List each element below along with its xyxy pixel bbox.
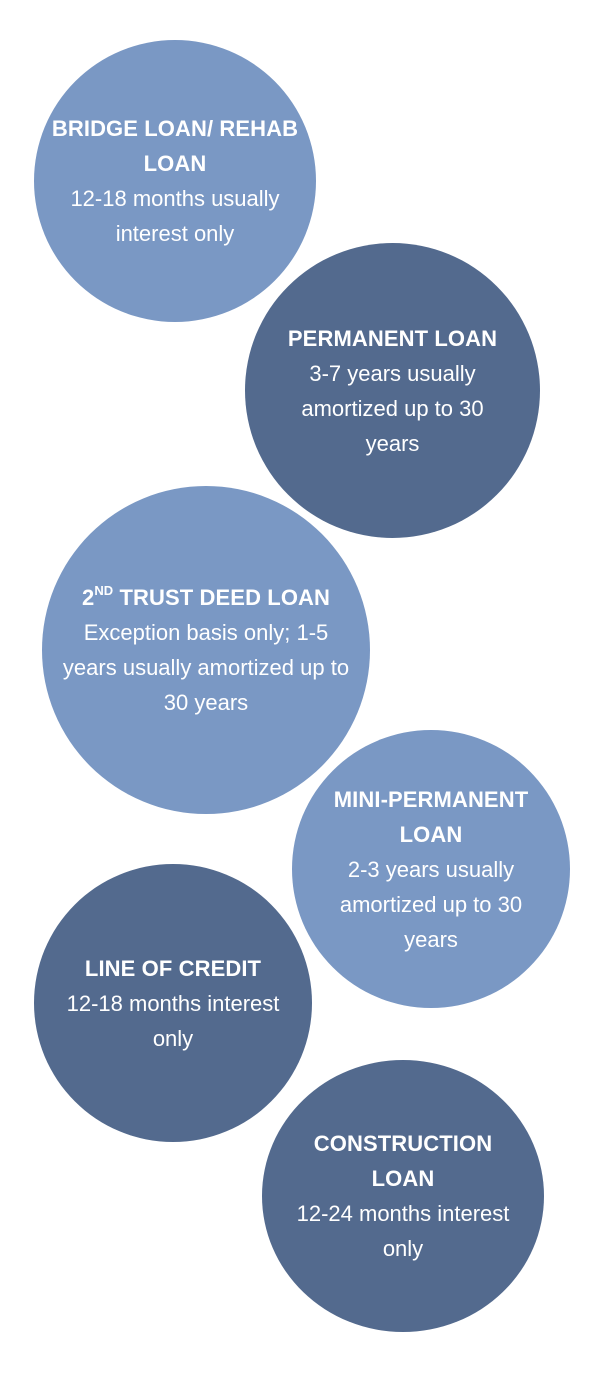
bridge-loan-title: BRIDGE LOAN/ REHAB LOAN [51, 116, 299, 176]
trust-deed-title-prefix: 2 [81, 585, 95, 610]
mini-permanent-loan-circle: MINI-PERMANENT LOAN 2-3 years usually am… [292, 730, 570, 1008]
trust-deed-loan-title: 2ND TRUST DEED LOAN [56, 580, 356, 615]
mini-permanent-loan-description: 2-3 years usually amortized up to 30 yea… [339, 856, 523, 952]
mini-permanent-loan-title: MINI-PERMANENT LOAN [333, 786, 529, 847]
permanent-loan-content: PERMANENT LOAN 3-7 years usually amortiz… [273, 321, 513, 461]
construction-loan-content: CONSTRUCTION LOAN 12-24 months interest … [293, 1126, 513, 1266]
bridge-loan-circle: BRIDGE LOAN/ REHAB LOAN 12-18 months usu… [34, 40, 316, 322]
permanent-loan-title: PERMANENT LOAN [287, 325, 498, 351]
permanent-loan-circle: PERMANENT LOAN 3-7 years usually amortiz… [245, 243, 540, 538]
construction-loan-title: CONSTRUCTION LOAN [313, 1131, 493, 1191]
permanent-loan-description: 3-7 years usually amortized up to 30 yea… [301, 360, 484, 456]
construction-loan-circle: CONSTRUCTION LOAN 12-24 months interest … [262, 1060, 544, 1332]
line-of-credit-content: LINE OF CREDIT 12-18 months interest onl… [58, 951, 288, 1056]
bridge-loan-description: 12-18 months usually interest only [70, 186, 280, 246]
construction-loan-description: 12-24 months interest only [296, 1201, 510, 1261]
trust-deed-loan-content: 2ND TRUST DEED LOAN Exception basis only… [56, 580, 356, 720]
bridge-loan-content: BRIDGE LOAN/ REHAB LOAN 12-18 months usu… [50, 111, 300, 251]
trust-deed-title-rest: TRUST DEED LOAN [113, 585, 331, 610]
line-of-credit-description: 12-18 months interest only [66, 990, 280, 1051]
trust-deed-loan-description: Exception basis only; 1-5 years usually … [62, 620, 350, 715]
trust-deed-loan-circle: 2ND TRUST DEED LOAN Exception basis only… [42, 486, 370, 814]
mini-permanent-loan-content: MINI-PERMANENT LOAN 2-3 years usually am… [315, 782, 547, 957]
line-of-credit-circle: LINE OF CREDIT 12-18 months interest onl… [34, 864, 312, 1142]
line-of-credit-title: LINE OF CREDIT [84, 955, 262, 981]
trust-deed-title-superscript: ND [94, 582, 114, 598]
